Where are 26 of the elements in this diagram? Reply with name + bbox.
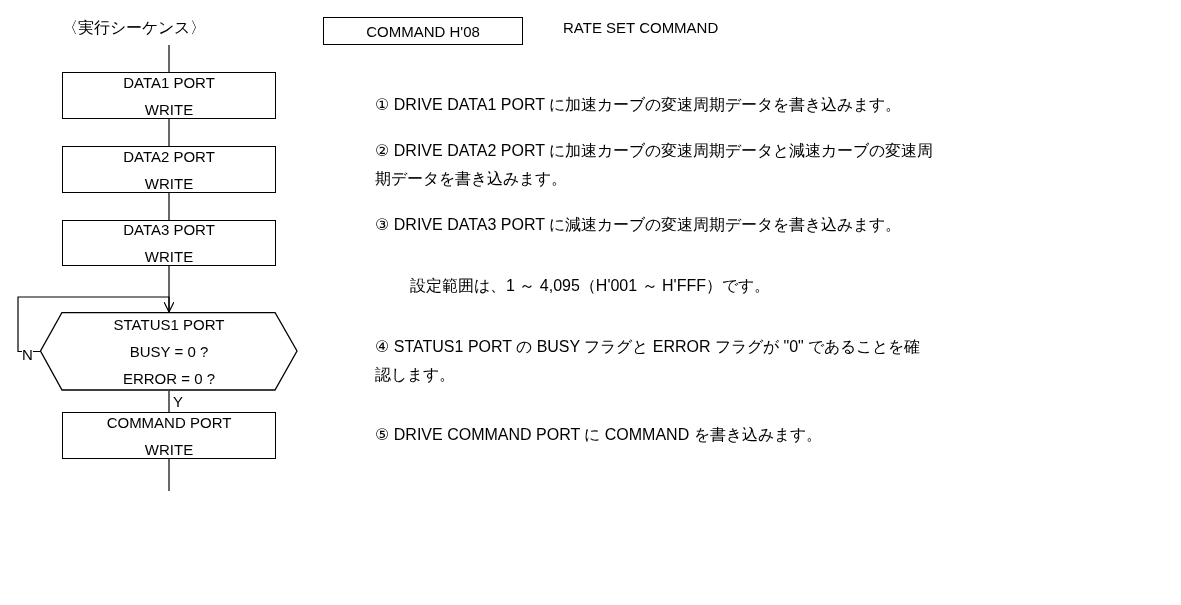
connector (168, 118, 170, 147)
box-text: STATUS1 PORT BUSY = 0 ? ERROR = 0 ? (112, 315, 226, 389)
decision-hexagon (40, 312, 298, 391)
note-text: ③ DRIVE DATA3 PORT に減速カーブの変速周期データを書き込みます。 (375, 215, 902, 235)
note-text: ④ STATUS1 PORT の BUSY フラグと ERROR フラグが "0" であることを確認します。 (375, 337, 922, 385)
command-name: RATE SET COMMAND (563, 19, 719, 36)
box-text: DATA3 PORT WRITE (122, 220, 216, 267)
note-text: ② DRIVE DATA2 PORT に加速カーブの変速周期データと減速カーブの変速周期データを書き込みます。 (375, 141, 935, 189)
arrow (17, 296, 175, 353)
box-text: COMMAND H'08 (366, 21, 480, 42)
process-box (62, 146, 276, 193)
box-text: COMMAND PORT WRITE (105, 412, 233, 460)
box-text: DATA2 PORT WRITE (122, 146, 216, 194)
box-text: DATA1 PORT WRITE (122, 72, 216, 120)
connector (168, 390, 170, 413)
process-box (62, 72, 276, 119)
connector (168, 44, 170, 73)
note-text: 設定範囲は、1 ～ 4,095（H'001 ～ H'FFF）です。 (410, 276, 770, 296)
section-title: 〈実行シーケンス〉 (62, 18, 206, 38)
command-box (323, 17, 523, 45)
note-text: ⑤ DRIVE COMMAND PORT に COMMAND を書き込みます。 (375, 425, 822, 445)
connector (168, 458, 170, 492)
note-text: ① DRIVE DATA1 PORT に加速カーブの変速周期データを書き込みます。 (375, 95, 902, 115)
process-box (62, 412, 276, 459)
process-box (62, 220, 276, 266)
connector (168, 192, 170, 221)
